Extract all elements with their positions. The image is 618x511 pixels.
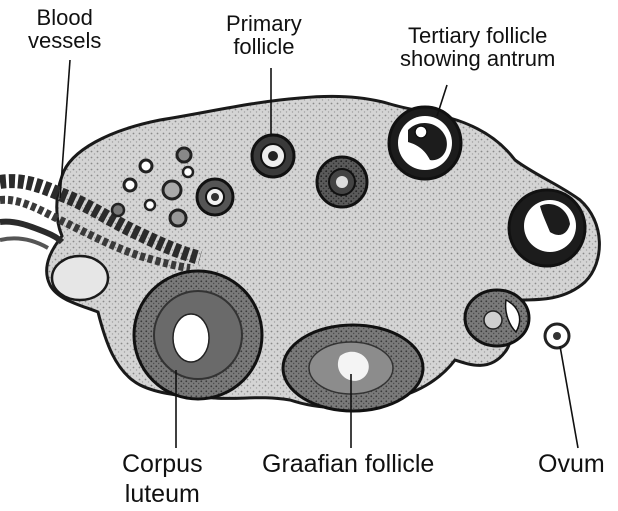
label-tertiary-follicle-line2: showing antrum xyxy=(400,47,555,70)
corpus-luteum-drawing xyxy=(134,271,262,399)
label-corpus-luteum-line2: luteum xyxy=(122,479,203,509)
graafian-follicle-drawing xyxy=(283,325,423,411)
label-primary-follicle-line1: Primary xyxy=(226,12,302,35)
label-blood-vessels: Blood vessels xyxy=(28,6,101,52)
label-blood-vessels-line2: vessels xyxy=(28,29,101,52)
label-primary-follicle: Primary follicle xyxy=(226,12,302,58)
leader-ovum xyxy=(560,346,578,448)
primary-follicle-drawing xyxy=(252,135,294,177)
label-corpus-luteum: Corpus luteum xyxy=(122,449,203,509)
ruptured-follicle-drawing xyxy=(465,290,529,346)
label-primary-follicle-line2: follicle xyxy=(226,35,302,58)
label-ovum: Ovum xyxy=(538,449,605,479)
tertiary-follicle-drawing xyxy=(389,107,461,179)
label-tertiary-follicle: Tertiary follicle showing antrum xyxy=(400,24,555,70)
label-blood-vessels-line1: Blood xyxy=(28,6,101,29)
ovum-drawing xyxy=(545,324,569,348)
label-corpus-luteum-line1: Corpus xyxy=(122,449,203,479)
label-tertiary-follicle-line1: Tertiary follicle xyxy=(400,24,555,47)
label-graafian-follicle: Graafian follicle xyxy=(262,449,434,479)
